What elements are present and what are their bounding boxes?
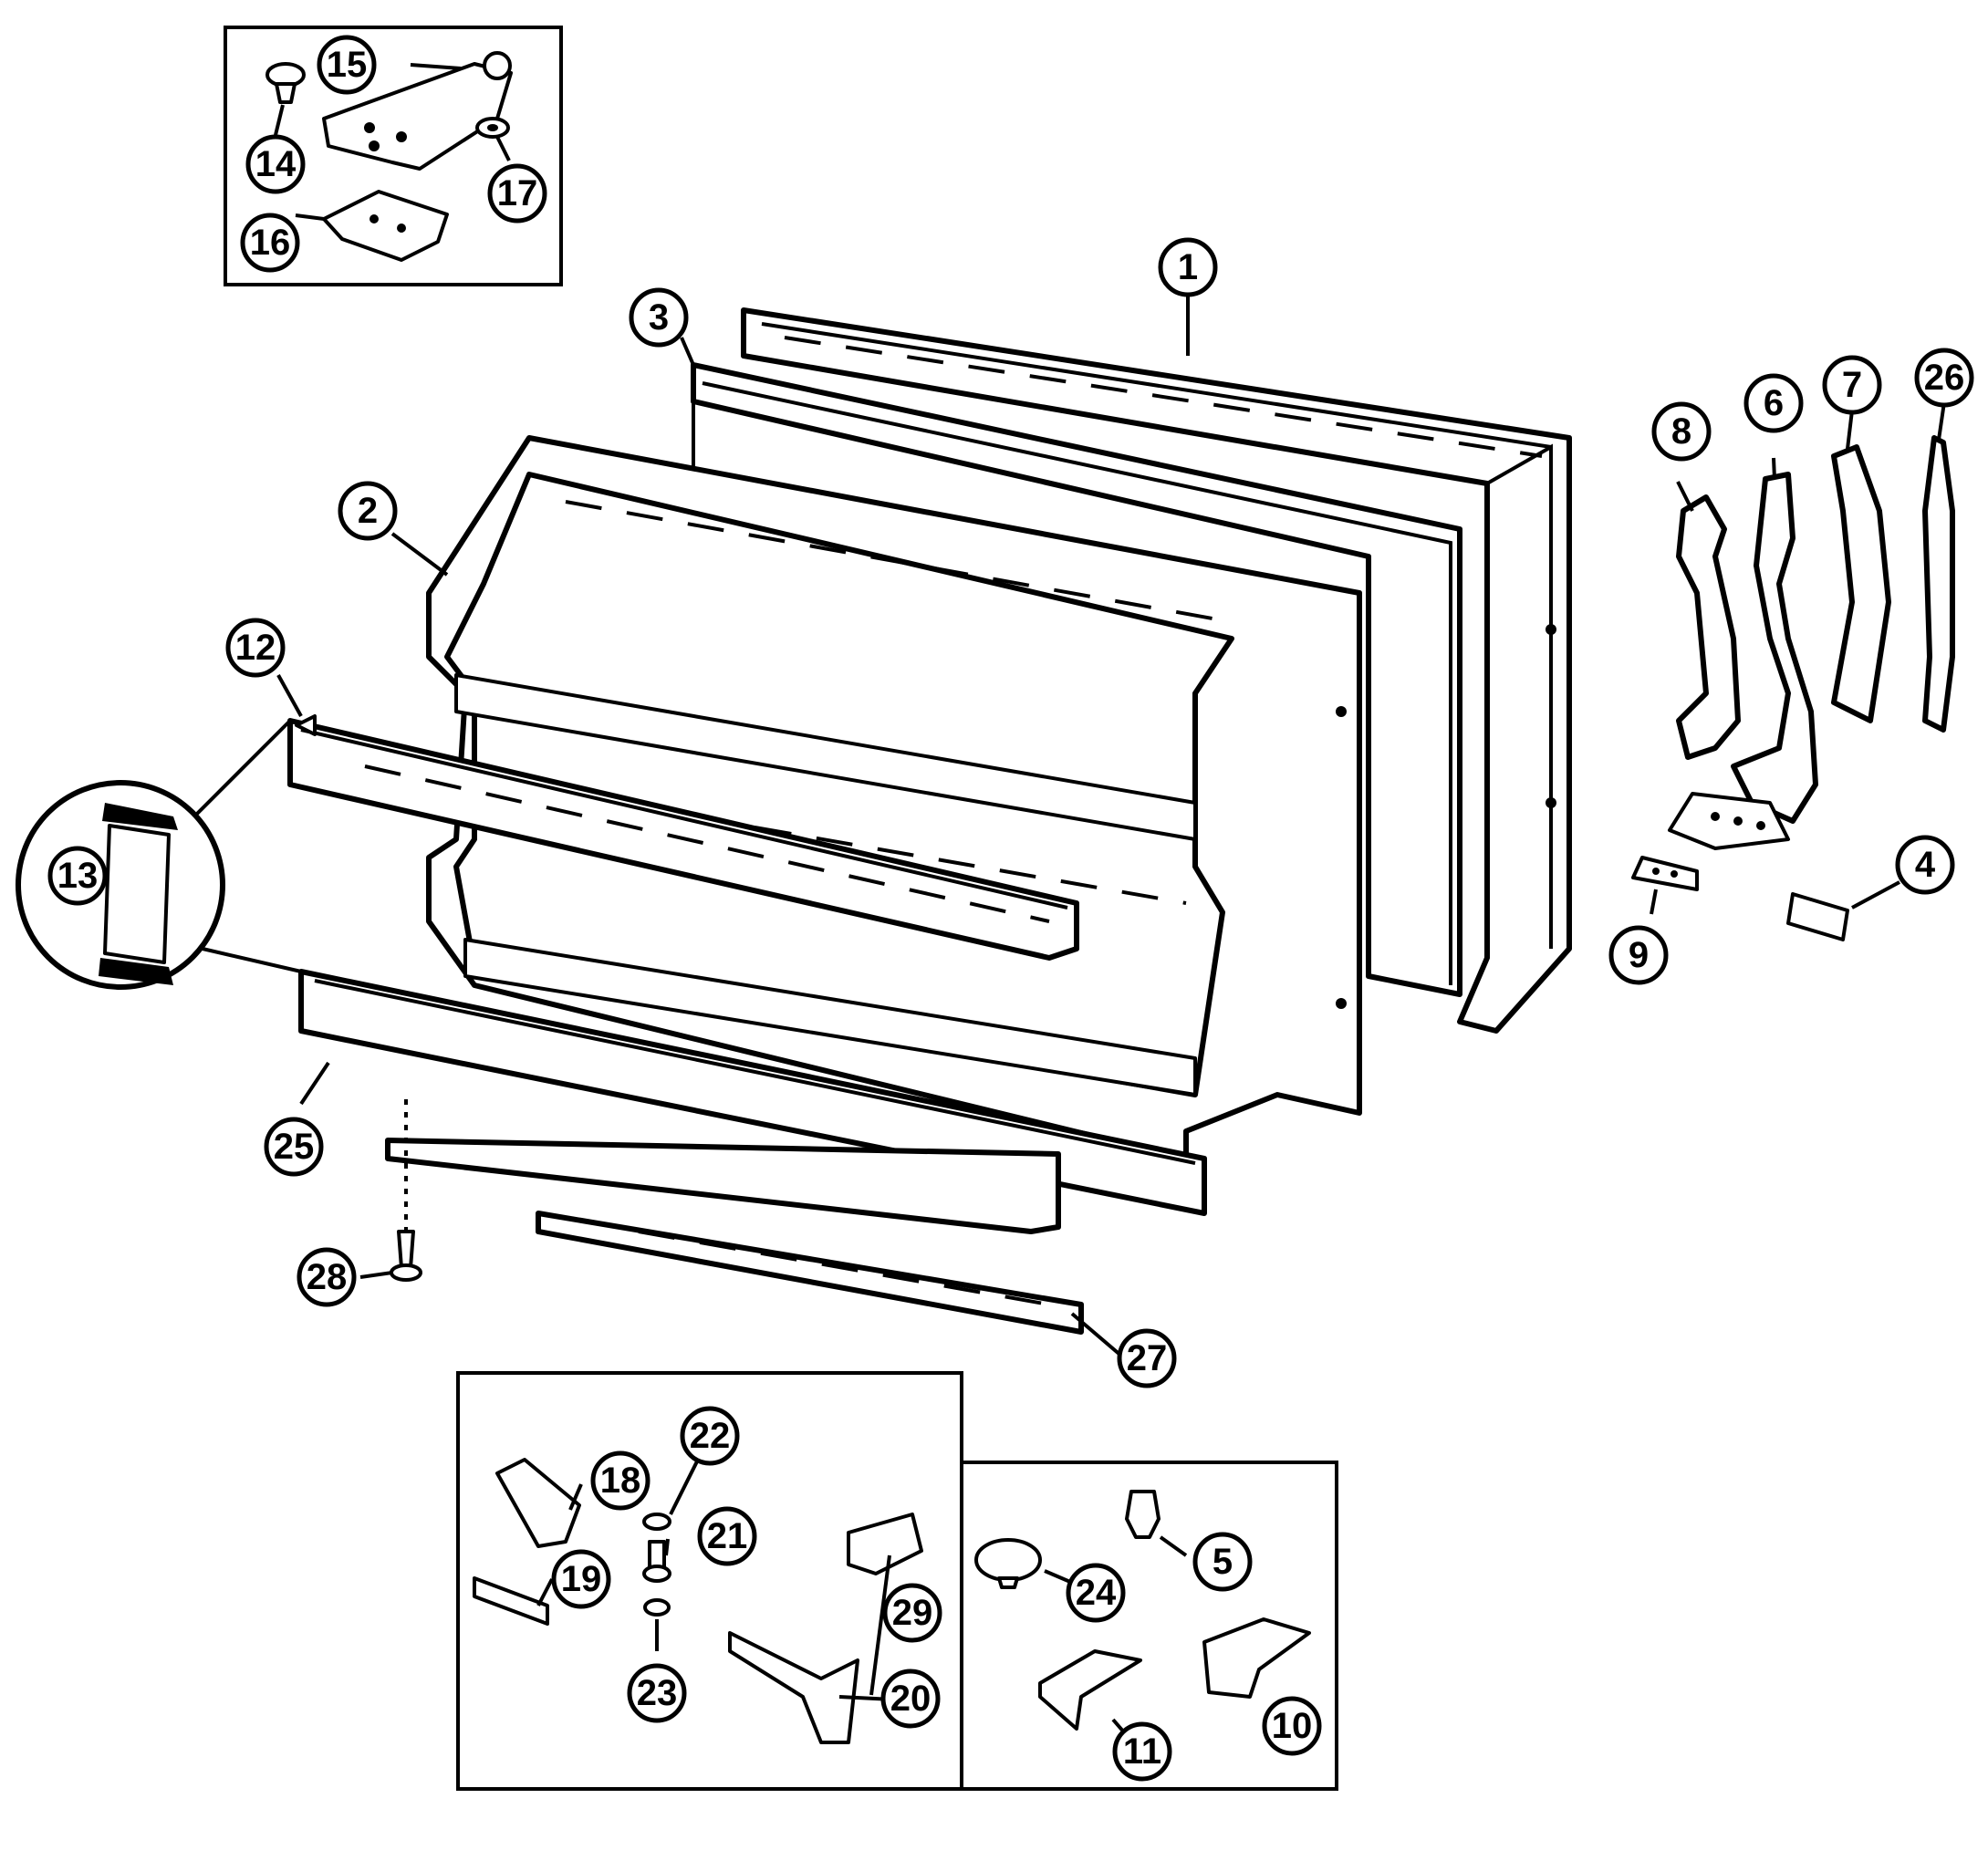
callout-15[interactable]: 15 [317,35,377,95]
fastener-parts-inset [960,1461,1338,1791]
clip-11 [1038,1649,1142,1731]
shelf-retainer-detail [16,719,302,990]
callout-16[interactable]: 16 [240,213,300,273]
callout-27[interactable]: 27 [1117,1328,1177,1388]
bracket-29 [847,1513,923,1575]
callout-14[interactable]: 14 [245,134,306,194]
callout-29[interactable]: 29 [882,1583,942,1643]
callout-17[interactable]: 17 [487,163,547,224]
callout-21[interactable]: 21 [697,1506,757,1566]
svg-text:20: 20 [890,1679,932,1719]
outer-door-panel [741,307,1572,1034]
door-gasket [691,362,1462,997]
callout-12[interactable]: 12 [225,618,286,678]
callout-20[interactable]: 20 [880,1669,941,1729]
svg-text:23: 23 [637,1673,678,1713]
svg-text:4: 4 [1915,845,1936,885]
callout-18[interactable]: 18 [590,1450,651,1511]
svg-text:9: 9 [1629,935,1649,975]
svg-text:14: 14 [255,144,297,184]
svg-text:24: 24 [1076,1573,1117,1613]
callout-11[interactable]: 11 [1112,1721,1172,1782]
callout-8[interactable]: 8 [1651,401,1712,462]
hinge-inset [224,26,563,286]
callout-3[interactable]: 3 [629,287,689,348]
svg-text:5: 5 [1213,1542,1233,1582]
trim-screw [390,1099,422,1282]
bottom-trim-strip [385,1138,1084,1335]
svg-text:27: 27 [1127,1338,1168,1378]
callout-1[interactable]: 1 [1158,237,1218,297]
closer-bracket-18 [495,1458,581,1548]
svg-text:1: 1 [1178,247,1198,287]
svg-text:16: 16 [250,223,291,263]
stud-5 [1125,1490,1161,1539]
bracket-20 [728,1631,859,1744]
svg-text:18: 18 [600,1461,641,1501]
svg-text:15: 15 [327,45,368,85]
callouts: 1 2 3 4 5 6 7 8 9 10 11 12 13 14 15 16 1… [47,35,1974,1782]
clip-10 [1202,1617,1311,1699]
closer-parts-inset [456,1371,963,1791]
fastener-inset-frame [960,1461,1338,1791]
hinge-pin-top [483,51,512,80]
handle-parts [1631,435,1955,941]
callout-4[interactable]: 4 [1895,835,1955,895]
svg-text:10: 10 [1272,1706,1313,1746]
inner-door-liner [426,435,1362,1161]
svg-text:13: 13 [57,856,99,896]
svg-text:12: 12 [235,628,276,668]
callout-25[interactable]: 25 [264,1117,324,1177]
hinge-inset-frame [224,26,563,286]
callout-13[interactable]: 13 [47,846,108,906]
callout-19[interactable]: 19 [551,1549,611,1609]
svg-text:3: 3 [649,297,669,338]
callout-9[interactable]: 9 [1608,925,1669,985]
svg-text:28: 28 [307,1257,348,1297]
callout-5[interactable]: 5 [1192,1532,1253,1592]
svg-text:21: 21 [707,1516,748,1556]
callout-6[interactable]: 6 [1743,373,1804,433]
callout-22[interactable]: 22 [680,1406,740,1466]
svg-text:2: 2 [358,491,378,531]
svg-text:29: 29 [892,1593,933,1633]
svg-text:6: 6 [1764,383,1784,423]
svg-text:17: 17 [497,173,538,213]
svg-text:26: 26 [1924,358,1965,398]
closer-arm-19 [473,1576,549,1626]
hinge-shim-part [322,190,449,262]
svg-text:7: 7 [1842,365,1862,405]
button-cap-24 [974,1538,1042,1582]
svg-text:25: 25 [274,1127,315,1167]
leader-lines [274,63,1946,1755]
handle-trim-26 [1922,435,1955,733]
svg-text:19: 19 [561,1559,602,1599]
washer-22 [642,1513,671,1531]
svg-text:8: 8 [1671,411,1691,452]
callout-23[interactable]: 23 [627,1663,687,1723]
callout-2[interactable]: 2 [338,481,398,541]
callout-28[interactable]: 28 [297,1247,357,1307]
handle-part-8 [1676,494,1741,760]
callout-26[interactable]: 26 [1914,348,1974,408]
callout-7[interactable]: 7 [1822,355,1882,415]
svg-text:22: 22 [690,1416,731,1456]
handle-strip-7 [1831,444,1891,723]
svg-text:11: 11 [1123,1731,1161,1772]
callout-24[interactable]: 24 [1066,1563,1126,1623]
callout-10[interactable]: 10 [1262,1696,1322,1756]
door-shelf-rail [287,714,1079,961]
handle-part-6 [1731,472,1818,824]
washer-23 [643,1598,671,1617]
